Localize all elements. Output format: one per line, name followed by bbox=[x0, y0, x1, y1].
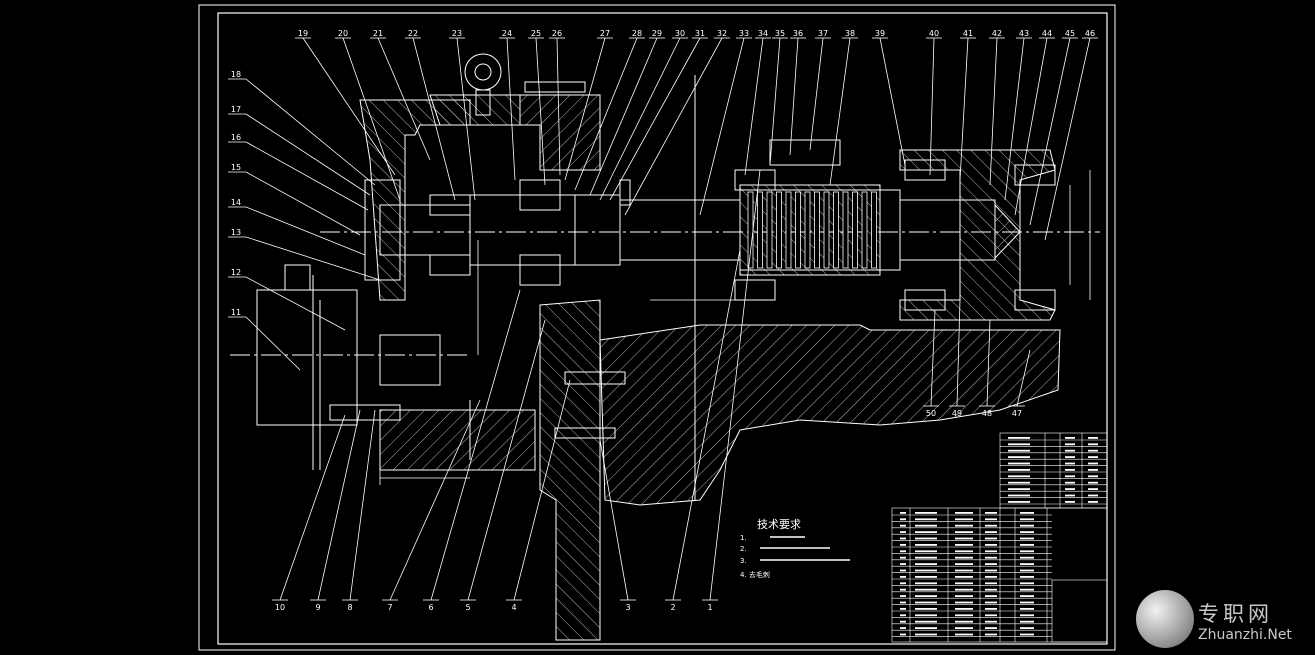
eye-bolt bbox=[464, 53, 502, 116]
coil-pack bbox=[739, 184, 881, 276]
note-4: 4. 去毛刺 bbox=[740, 570, 770, 579]
part-label-13: 13 bbox=[231, 228, 241, 237]
part-label-41: 41 bbox=[963, 29, 973, 38]
part-label-20: 20 bbox=[338, 29, 348, 38]
part-label-42: 42 bbox=[992, 29, 1002, 38]
outer-frame bbox=[198, 4, 1116, 651]
part-label-11: 11 bbox=[231, 308, 241, 317]
inner-frame bbox=[217, 12, 1108, 645]
part-label-2: 2 bbox=[670, 603, 675, 612]
part-label-44: 44 bbox=[1042, 29, 1052, 38]
part-label-28: 28 bbox=[632, 29, 642, 38]
leader-lines bbox=[228, 37, 1098, 601]
watermark-brand-cn: 专职网 bbox=[1198, 602, 1273, 626]
part-label-29: 29 bbox=[652, 29, 662, 38]
part-label-37: 37 bbox=[818, 29, 828, 38]
part-label-26: 26 bbox=[552, 29, 562, 38]
watermark-brand-en: Zhuanzhi.Net bbox=[1198, 627, 1292, 643]
note-1: 1. bbox=[740, 534, 747, 542]
dimension-lines bbox=[379, 170, 1091, 485]
technical-notes: 技术要求 1. 2. 3. 4. 去毛刺 bbox=[740, 518, 850, 579]
part-label-32: 32 bbox=[717, 29, 727, 38]
part-label-12: 12 bbox=[231, 268, 241, 277]
part-label-4: 4 bbox=[511, 603, 516, 612]
part-label-46: 46 bbox=[1085, 29, 1095, 38]
bolts bbox=[469, 75, 696, 500]
part-label-18: 18 bbox=[231, 70, 241, 79]
part-label-33: 33 bbox=[739, 29, 749, 38]
part-label-6: 6 bbox=[428, 603, 433, 612]
part-label-27: 27 bbox=[600, 29, 610, 38]
part-label-25: 25 bbox=[531, 29, 541, 38]
part-label-43: 43 bbox=[1019, 29, 1029, 38]
part-label-19: 19 bbox=[298, 29, 308, 38]
housing-body bbox=[359, 94, 1061, 641]
part-labels-bottom: 10 9 8 7 6 5 4 3 2 1 bbox=[275, 603, 713, 612]
part-label-47: 47 bbox=[1012, 409, 1022, 418]
part-label-38: 38 bbox=[845, 29, 855, 38]
bearings bbox=[364, 139, 1056, 311]
part-label-23: 23 bbox=[452, 29, 462, 38]
part-label-14: 14 bbox=[231, 198, 241, 207]
part-label-9: 9 bbox=[315, 603, 320, 612]
part-label-24: 24 bbox=[502, 29, 512, 38]
watermark-globe-icon bbox=[1136, 590, 1194, 648]
part-label-34: 34 bbox=[758, 29, 768, 38]
part-label-30: 30 bbox=[675, 29, 685, 38]
part-label-31: 31 bbox=[695, 29, 705, 38]
part-label-39: 39 bbox=[875, 29, 885, 38]
part-label-50: 50 bbox=[926, 409, 936, 418]
part-labels-right-bottom: 50 49 48 47 bbox=[926, 409, 1022, 418]
part-label-3: 3 bbox=[625, 603, 630, 612]
part-label-22: 22 bbox=[408, 29, 418, 38]
part-label-5: 5 bbox=[465, 603, 470, 612]
part-label-10: 10 bbox=[275, 603, 285, 612]
part-label-15: 15 bbox=[231, 163, 241, 172]
part-label-17: 17 bbox=[231, 105, 241, 114]
part-label-45: 45 bbox=[1065, 29, 1075, 38]
part-labels-top: 19 20 21 22 23 24 25 26 27 28 29 30 31 32 33 34 35 36 37 38… bbox=[298, 29, 1095, 38]
note-3: 3. bbox=[740, 557, 747, 565]
parts-list-table bbox=[891, 432, 1108, 643]
part-label-8: 8 bbox=[347, 603, 352, 612]
part-label-16: 16 bbox=[231, 133, 241, 142]
part-label-48: 48 bbox=[982, 409, 992, 418]
part-label-49: 49 bbox=[952, 409, 962, 418]
motor-unit bbox=[230, 264, 470, 470]
part-label-35: 35 bbox=[775, 29, 785, 38]
part-label-7: 7 bbox=[387, 603, 392, 612]
part-label-21: 21 bbox=[373, 29, 383, 38]
part-labels-left: 18 17 16 15 14 13 12 11 bbox=[231, 70, 241, 317]
part-label-36: 36 bbox=[793, 29, 803, 38]
part-label-1: 1 bbox=[707, 603, 712, 612]
part-label-40: 40 bbox=[929, 29, 939, 38]
note-2: 2. bbox=[740, 545, 747, 553]
notes-title: 技术要求 bbox=[757, 518, 801, 531]
